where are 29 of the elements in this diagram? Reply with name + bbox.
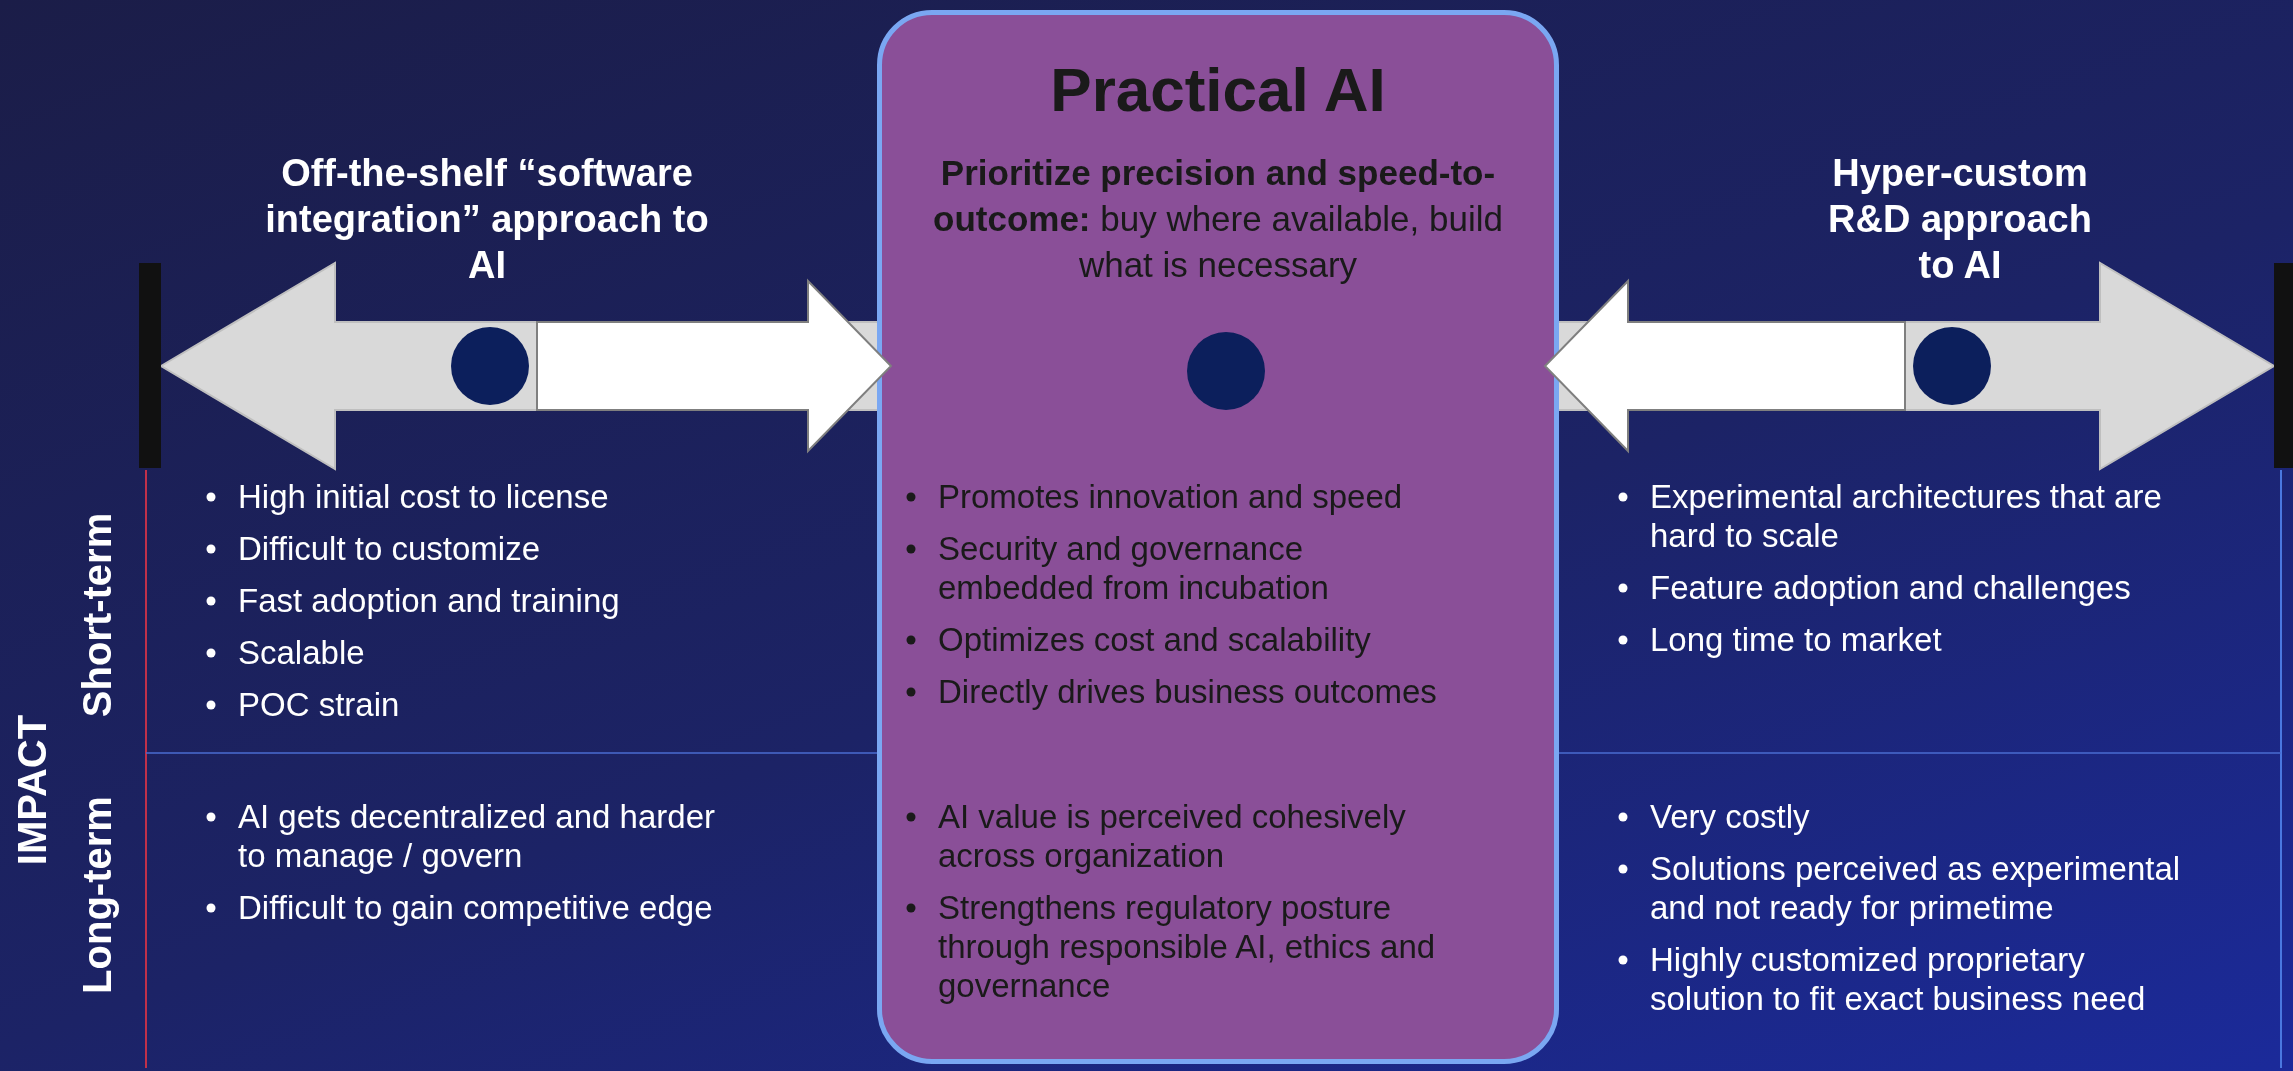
bullet-text: Security and governance embedded from incubation <box>938 530 1329 606</box>
bullet-text: POC strain <box>238 686 400 723</box>
panel-subtitle: Prioritize precision and speed-to-outcome: buy where available, build what is necessary <box>932 152 1504 286</box>
block-arrow <box>1543 278 1906 454</box>
row-heading: Short-term <box>74 512 120 718</box>
axis-title: IMPACT <box>9 714 55 866</box>
column-heading: Off-the-shelf “software integration” approach to AI <box>264 151 710 288</box>
panel-title: Practical AI <box>1049 55 1387 125</box>
bullet-text: Optimizes cost and scalability <box>938 621 1371 658</box>
bullet-text: Solutions perceived as experimental and not ready for primetime <box>1650 850 2181 926</box>
column-heading: Hyper-custom R&D approach to AI <box>1827 151 2093 288</box>
bullet-text: Scalable <box>238 634 365 671</box>
block-arrow <box>536 278 893 454</box>
bullet-text: Difficult to gain competitive edge <box>238 889 713 926</box>
bullet-text: Difficult to customize <box>238 530 540 567</box>
bullet-text: High initial cost to license <box>238 478 609 515</box>
bullet-text: Very costly <box>1650 798 1810 835</box>
bullet-text: Promotes innovation and speed <box>938 478 1403 515</box>
bullet-text: AI gets decentralized and harder to manage / govern <box>238 798 715 874</box>
bullet-text: Long time to market <box>1650 621 1942 658</box>
bullet-text: Highly customized proprietary solution to fit exact business need <box>1650 941 2146 1017</box>
bullet-text: Fast adoption and training <box>238 582 620 619</box>
bullet-text: Strengthens regulatory posture through responsible AI, ethics and governance <box>938 889 1436 1004</box>
row-heading: Long-term <box>74 796 120 994</box>
highlight-panel <box>877 10 1559 1064</box>
bullet-text: AI value is perceived cohesively across organization <box>938 798 1406 874</box>
bullet-text: Feature adoption and challenges <box>1650 569 2131 606</box>
bullet-text: Experimental architectures that are hard to scale <box>1650 478 2162 554</box>
bullet-text: Directly drives business outcomes <box>938 673 1437 710</box>
